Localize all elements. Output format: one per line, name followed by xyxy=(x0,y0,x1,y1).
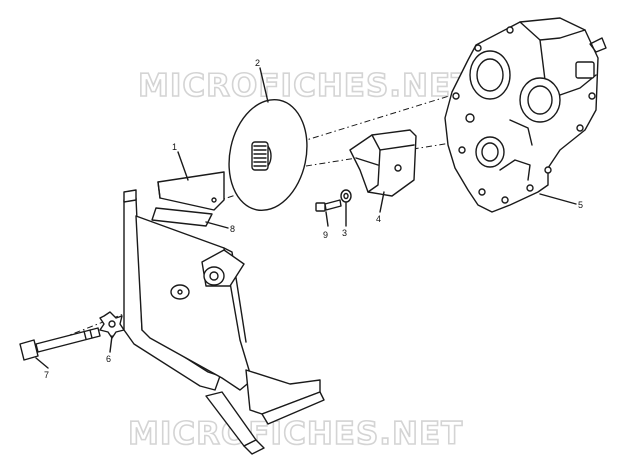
callout-7: 7 xyxy=(44,370,49,380)
callout-2: 2 xyxy=(255,58,260,68)
washer xyxy=(340,189,352,203)
long-bolt xyxy=(19,327,101,361)
callout-4: 4 xyxy=(376,214,381,224)
star-washer xyxy=(99,311,125,339)
drive-disc xyxy=(228,98,308,212)
callout-3: 3 xyxy=(342,228,347,238)
callout-1: 1 xyxy=(172,142,177,152)
watermark-bottom: MICROFICHES.NET xyxy=(128,416,463,452)
callout-5: 5 xyxy=(578,200,583,210)
bolt-9 xyxy=(315,199,342,212)
shim-plate xyxy=(151,207,213,227)
watermark-top: MICROFICHES.NET xyxy=(138,68,473,104)
callout-8: 8 xyxy=(230,224,235,234)
callout-9: 9 xyxy=(323,230,328,240)
gear-case-housing xyxy=(444,17,607,213)
callout-6: 6 xyxy=(106,354,111,364)
bushing-block xyxy=(201,249,245,287)
mounting-bracket xyxy=(349,129,417,197)
callout-leaders xyxy=(35,67,577,369)
guard-plate xyxy=(157,171,225,211)
frame xyxy=(123,189,325,455)
